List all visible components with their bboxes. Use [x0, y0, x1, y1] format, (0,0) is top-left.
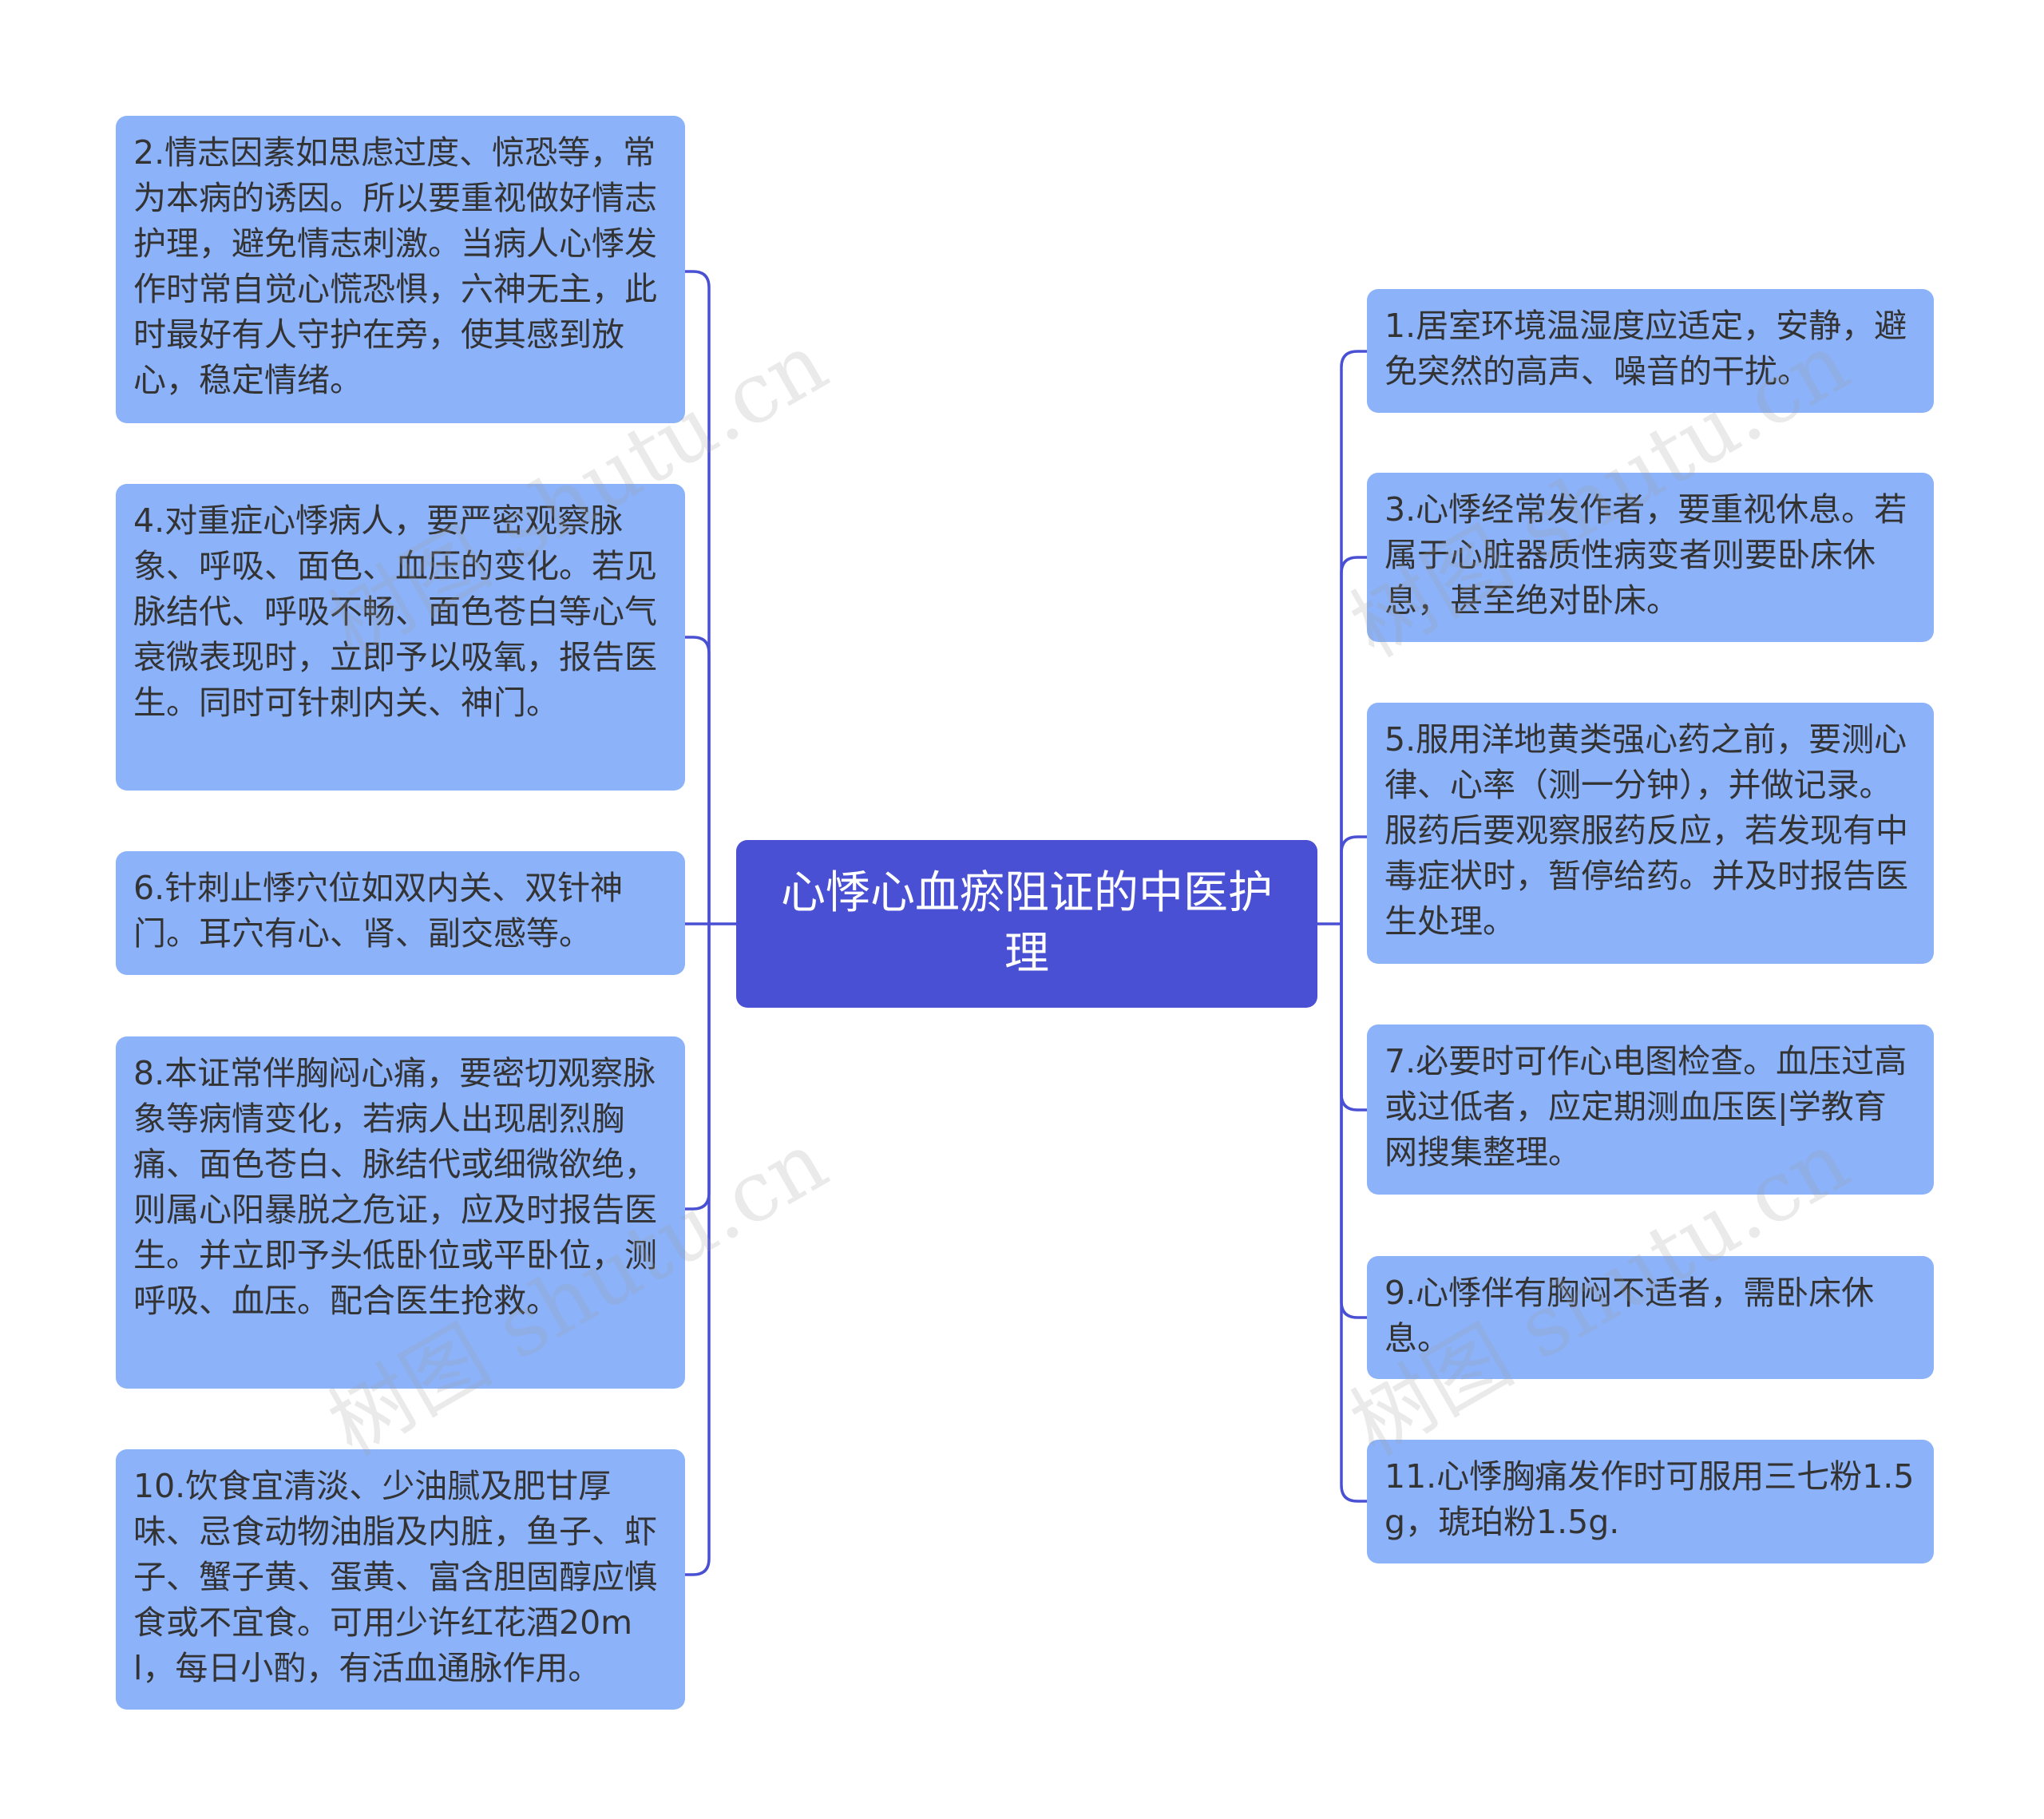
- topic-node-2[interactable]: 2.情志因素如思虑过度、惊恐等，常为本病的诱因。所以要重视做好情志护理，避免情志…: [116, 116, 685, 423]
- topic-node-8[interactable]: 8.本证常伴胸闷心痛，要密切观察脉象等病情变化，若病人出现剧烈胸痛、面色苍白、脉…: [116, 1036, 685, 1389]
- left-branch-line: [685, 924, 711, 1576]
- right-branch-line: [1340, 835, 1367, 924]
- topic-node-4[interactable]: 4.对重症心悸病人，要严密观察脉象、呼吸、面色、血压的变化。若见脉结代、呼吸不畅…: [116, 484, 685, 791]
- left-branch-line: [685, 636, 711, 924]
- right-branch-line: [1340, 556, 1367, 924]
- topic-node-6[interactable]: 6.针刺止悸穴位如双内关、双针神门。耳穴有心、肾、副交感等。: [116, 851, 685, 975]
- right-branch-line: [1340, 924, 1367, 1319]
- right-branch-line: [1340, 350, 1367, 924]
- central-topic[interactable]: 心悸心血瘀阻证的中医护理: [736, 840, 1317, 1008]
- topic-node-7[interactable]: 7.必要时可作心电图检查。血压过高或过低者，应定期测血压医|学教育网搜集整理。: [1367, 1024, 1934, 1195]
- left-branch-line: [685, 924, 711, 1211]
- topic-node-9[interactable]: 9.心悸伴有胸闷不适者，需卧床休息。: [1367, 1256, 1934, 1379]
- topic-node-10[interactable]: 10.饮食宜清淡、少油腻及肥甘厚味、忌食动物油脂及内脏，鱼子、虾子、蟹子黄、蛋黄…: [116, 1449, 685, 1710]
- topic-node-3[interactable]: 3.心悸经常发作者，要重视休息。若属于心脏器质性病变者则要卧床休息，甚至绝对卧床…: [1367, 473, 1934, 642]
- right-branch-line: [1340, 924, 1367, 1503]
- topic-node-1[interactable]: 1.居室环境温湿度应适定，安静，避免突然的高声、噪音的干扰。: [1367, 289, 1934, 413]
- topic-node-11[interactable]: 11.心悸胸痛发作时可服用三七粉1.5g，琥珀粉1.5g.: [1367, 1440, 1934, 1563]
- left-branch-line: [685, 270, 711, 924]
- right-branch-line: [1340, 924, 1367, 1112]
- topic-node-5[interactable]: 5.服用洋地黄类强心药之前，要测心律、心率（测一分钟），并做记录。服药后要观察服…: [1367, 703, 1934, 964]
- central-topic-label: 心悸心血瘀阻证的中医护理: [781, 867, 1273, 980]
